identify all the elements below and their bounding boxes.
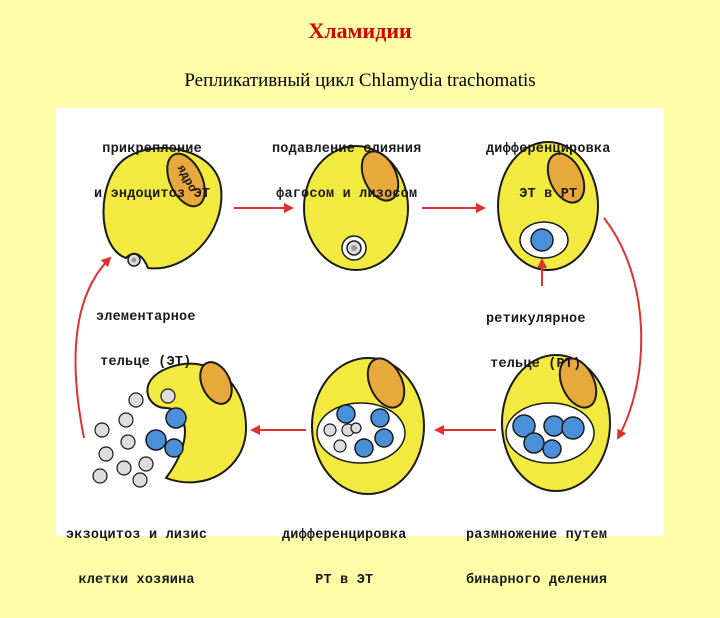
cell-exocytosis <box>92 361 248 488</box>
diagram-panel: ядро <box>56 108 664 588</box>
label-diff-rt-et-line1: дифференцировка <box>282 528 407 543</box>
cell-diff-et-rt <box>497 141 599 271</box>
cell-attachment: ядро <box>102 147 223 270</box>
page-subtitle: Репликативный цикл Chlamydia trachomatis <box>184 70 536 91</box>
label-exocytosis: экзоцитоз и лизис клетки хозяина <box>66 498 207 618</box>
label-attachment-line2: и эндоцитоз ЭТ <box>94 187 211 202</box>
released-elementary-bodies <box>92 388 176 488</box>
nucleus-icon <box>199 361 233 405</box>
label-attachment-line1: прикрепление <box>102 142 202 157</box>
label-diff-rt-et: дифференцировка РТ в ЭТ <box>282 498 407 618</box>
label-reticulate-body: ретикулярное тельце (РТ) <box>486 282 586 402</box>
arrow-curve-right <box>603 217 643 440</box>
label-elementary-body: элементарное тельце (ЭТ) <box>96 280 196 400</box>
page-title: Хламидии <box>308 18 412 43</box>
label-eb-line1: элементарное <box>96 310 196 325</box>
nucleus-icon <box>546 152 586 204</box>
label-diff-et-rt-line1: дифференцировка <box>486 142 611 157</box>
label-multiplication-line2: бинарного деления <box>466 573 608 588</box>
nucleus-icon <box>166 152 206 208</box>
label-rb-line2: тельце (РТ) <box>490 357 582 372</box>
label-exocytosis-line1: экзоцитоз и лизис <box>66 528 208 543</box>
nucleus-icon <box>558 357 598 409</box>
nucleus-icon <box>366 357 406 409</box>
reticulate-body-icon <box>530 228 554 252</box>
cell-diff-rt-et <box>311 357 425 495</box>
nucleus-icon <box>360 150 400 202</box>
arrow-curve-left <box>74 256 112 439</box>
label-suppression-line2: фагосом и лизосом <box>276 187 418 202</box>
label-exocytosis-line2: клетки хозяина <box>78 573 195 588</box>
cell-suppression <box>303 145 409 271</box>
label-diff-et-rt: дифференцировка ЭТ в РТ <box>486 112 611 232</box>
replication-cycle-diagram: ядро <box>74 141 643 495</box>
label-eb-line2: тельце (ЭТ) <box>100 355 192 370</box>
cell-multiplication <box>501 354 611 492</box>
label-attachment: прикрепление и эндоцитоз ЭТ <box>94 112 210 232</box>
label-diff-rt-et-line2: РТ в ЭТ <box>315 573 374 588</box>
label-multiplication-line1: размножение путем <box>466 528 608 543</box>
label-diff-et-rt-line2: ЭТ в РТ <box>519 187 578 202</box>
label-multiplication: размножение путем бинарного деления <box>466 498 607 618</box>
label-suppression-line1: подавление слияния <box>272 142 422 157</box>
label-rb-line1: ретикулярное <box>486 312 586 327</box>
label-suppression: подавление слияния фагосом и лизосом <box>272 112 421 232</box>
